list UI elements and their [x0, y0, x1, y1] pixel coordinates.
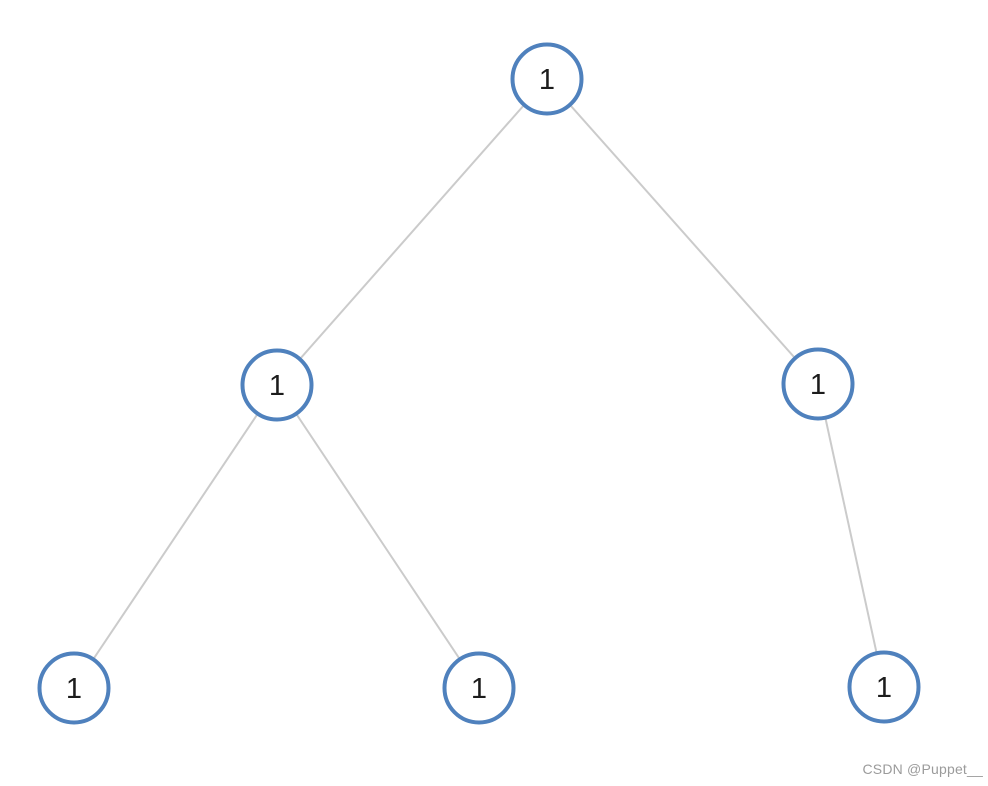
tree-edge-root-to-left	[276, 78, 548, 386]
tree-edge-right-to-right-right	[817, 383, 885, 688]
tree-node-circle-left-left	[37, 651, 111, 725]
tree-node-label-root: 1	[539, 64, 555, 96]
tree-edge-left-to-left-right	[276, 384, 480, 689]
tree-node-label-right-right: 1	[876, 672, 892, 704]
tree-node-circle-right-right	[847, 650, 921, 724]
tree-node-circle-left-right	[442, 651, 516, 725]
tree-edge-left-to-left-left	[73, 384, 278, 689]
tree-node-circle-root	[510, 42, 584, 116]
tree-node-circle-left	[240, 348, 314, 422]
tree-node-right: 1	[781, 347, 855, 421]
tree-node-label-right: 1	[810, 369, 826, 401]
tree-node-left-right: 1	[442, 651, 516, 725]
tree-node-left: 1	[240, 348, 314, 422]
tree-node-label-left-right: 1	[471, 673, 487, 705]
tree-node-label-left-left: 1	[66, 673, 82, 705]
tree-edges-layer	[73, 78, 885, 689]
tree-node-right-right: 1	[847, 650, 921, 724]
tree-node-root: 1	[510, 42, 584, 116]
tree-edge-root-to-right	[546, 78, 819, 385]
csdn-watermark: CSDN @Puppet__	[862, 761, 983, 777]
tree-node-circle-right	[781, 347, 855, 421]
tree-nodes-layer: 1 1 1 1 1 1	[37, 42, 921, 725]
tree-node-left-left: 1	[37, 651, 111, 725]
tree-node-label-left: 1	[269, 370, 285, 402]
